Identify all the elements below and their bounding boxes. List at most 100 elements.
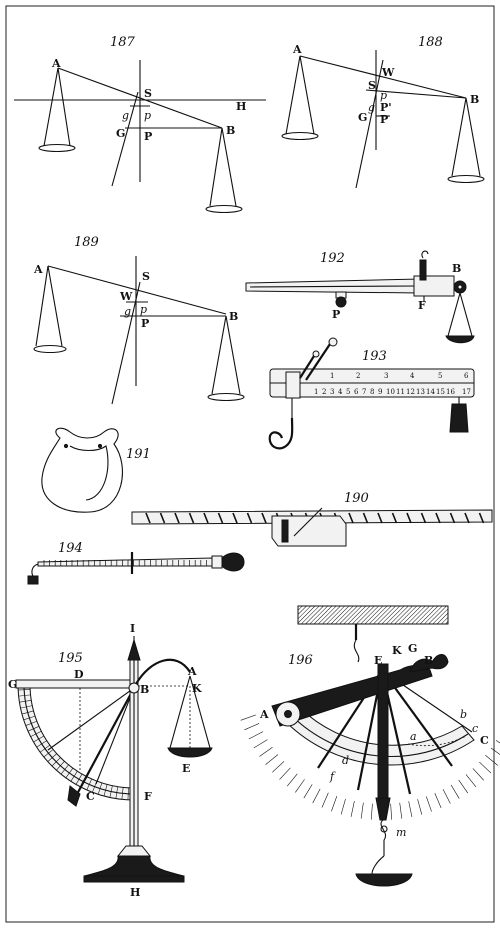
tick-mark: [30, 730, 42, 737]
label: C: [86, 790, 95, 803]
label: g: [122, 109, 129, 122]
tick-mark: [426, 796, 432, 812]
scale-top: 1: [330, 372, 334, 380]
notch-mark: [159, 512, 166, 524]
label: S: [142, 270, 150, 283]
plate-border: [5, 5, 495, 923]
label: g: [368, 101, 375, 114]
tick-mark: [47, 753, 57, 762]
tick-mark: [279, 767, 291, 780]
svg-text:5: 5: [346, 388, 350, 396]
notch-mark: [261, 512, 267, 524]
notch-mark: [246, 512, 253, 524]
label: p: [144, 109, 151, 122]
svg-text:15: 15: [436, 388, 445, 396]
label: A: [292, 43, 302, 56]
tick-mark: [51, 757, 61, 767]
tick-mark: [321, 792, 329, 808]
tick-mark: [472, 768, 484, 781]
label: F: [418, 299, 426, 312]
label: I: [130, 622, 135, 635]
label: b: [460, 708, 467, 721]
tick-mark: [370, 803, 373, 820]
tick-mark: [408, 801, 413, 818]
tick-mark: [65, 767, 74, 779]
notch-mark: [420, 512, 427, 524]
figure-number: 192: [320, 251, 345, 266]
notch-mark: [203, 512, 209, 524]
tick-mark: [70, 771, 78, 782]
tick-mark: [33, 735, 45, 743]
label: H: [130, 886, 140, 899]
label: C: [480, 734, 489, 747]
figure-number: 193: [362, 349, 387, 364]
tick-mark: [253, 739, 268, 749]
notch-mark: [217, 512, 224, 524]
figure-190: 190: [131, 491, 493, 547]
label: B: [226, 124, 235, 137]
label: A: [187, 665, 197, 678]
tick-mark: [25, 720, 38, 726]
label: c: [472, 722, 478, 735]
notch-mark: [391, 512, 398, 524]
figure-188: 188 A W S B p g P' G P: [281, 35, 485, 189]
label: B: [470, 93, 479, 106]
tick-mark: [75, 773, 83, 785]
label: D: [74, 668, 84, 681]
svg-text:14: 14: [426, 388, 435, 396]
figure-187: 187 A S H g p G P B: [14, 35, 266, 214]
label: f: [329, 770, 336, 783]
label: A: [33, 263, 43, 276]
tick-mark: [86, 778, 92, 791]
tick-mark: [458, 779, 469, 794]
tick-mark: [331, 796, 338, 812]
tick-mark: [265, 754, 279, 765]
svg-text:7: 7: [362, 388, 366, 396]
label: H: [236, 100, 246, 113]
tick-mark: [109, 785, 113, 798]
tick-mark: [272, 761, 285, 773]
label: B: [424, 654, 433, 667]
tick-mark: [485, 755, 498, 766]
svg-text:3: 3: [330, 388, 334, 396]
scale-top: 4: [410, 372, 415, 380]
tick-mark: [417, 799, 423, 815]
tick-mark: [20, 705, 33, 709]
figure-194: 194: [27, 541, 245, 585]
svg-text:4: 4: [338, 388, 343, 396]
notch-mark: [362, 512, 369, 524]
label: S: [144, 87, 152, 100]
label: A: [259, 708, 269, 721]
notch-mark: [174, 512, 180, 524]
tick-mark: [434, 793, 442, 808]
notch-mark: [406, 512, 412, 524]
notch-mark: [188, 512, 195, 524]
tick-mark: [56, 761, 65, 771]
label: S: [368, 79, 376, 92]
label: K: [192, 682, 202, 695]
tick-mark: [127, 787, 129, 800]
notch-mark: [478, 512, 485, 524]
notch-mark: [377, 512, 383, 524]
label: G: [8, 678, 17, 691]
tick-mark: [19, 699, 32, 703]
svg-text:13: 13: [416, 388, 425, 396]
tick-mark: [442, 789, 451, 804]
tick-mark: [115, 786, 119, 799]
tick-mark: [303, 784, 313, 799]
figure-number: 187: [110, 35, 136, 50]
tick-mark: [121, 787, 124, 800]
tick-mark: [312, 788, 321, 804]
scale-top: 5: [438, 372, 442, 380]
tick-mark: [340, 798, 346, 815]
label: P': [380, 101, 392, 114]
label: K: [392, 644, 402, 657]
tick-mark: [43, 749, 54, 758]
label: F: [144, 790, 152, 803]
tick-mark: [390, 803, 392, 820]
tick-mark: [286, 773, 298, 787]
tick-mark: [18, 694, 31, 697]
tick-mark: [97, 782, 103, 795]
tick-mark: [479, 761, 492, 774]
